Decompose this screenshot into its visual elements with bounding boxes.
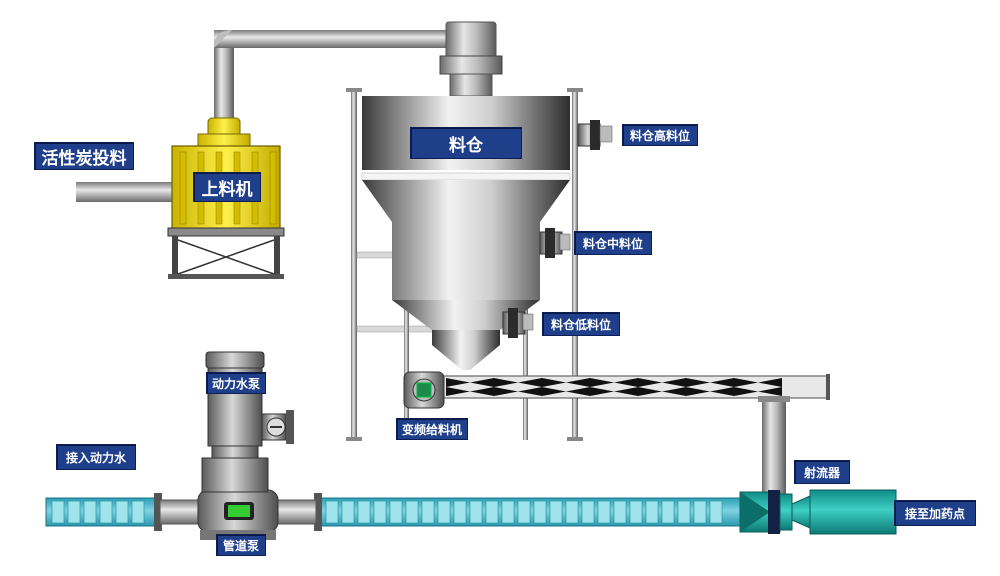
- silo-label: 料仓: [410, 127, 522, 159]
- pipeline-pump: [159, 489, 317, 540]
- silo-top-receiver: [439, 21, 503, 97]
- power-water-pump-label: 动力水泵: [206, 372, 266, 394]
- high-level-sensor: [577, 120, 613, 150]
- ejector-label: 射流器: [794, 460, 850, 484]
- ejector: [739, 489, 897, 535]
- silo-mid-level-label: 料仓中料位: [574, 231, 652, 255]
- carbon-feed-pipe: [76, 182, 182, 202]
- pipeline-pump-label: 管道泵: [216, 534, 266, 556]
- power-water-inlet-label: 接入动力水: [56, 444, 136, 470]
- silo-high-level-label: 料仓高料位: [622, 124, 698, 146]
- silo-support-frame: [346, 88, 583, 441]
- conveying-pipe: [214, 30, 454, 120]
- silo-low-level-label: 料仓低料位: [542, 312, 620, 336]
- low-level-sensor: [502, 308, 534, 338]
- vfd-feeder-label: 变频给料机: [396, 418, 468, 440]
- screw-conveyor: [439, 374, 830, 400]
- power-water-pump: [201, 351, 294, 493]
- to-dosing-point-label: 接至加药点: [894, 500, 976, 526]
- loader-label: 上料机: [193, 172, 261, 202]
- activated-carbon-feed-label: 活性炭投料: [34, 142, 134, 170]
- water-pipe: [45, 493, 741, 531]
- ejector-downpipe: [758, 396, 790, 494]
- mid-level-sensor: [539, 228, 571, 258]
- vfd-feeder-motor: [403, 371, 445, 409]
